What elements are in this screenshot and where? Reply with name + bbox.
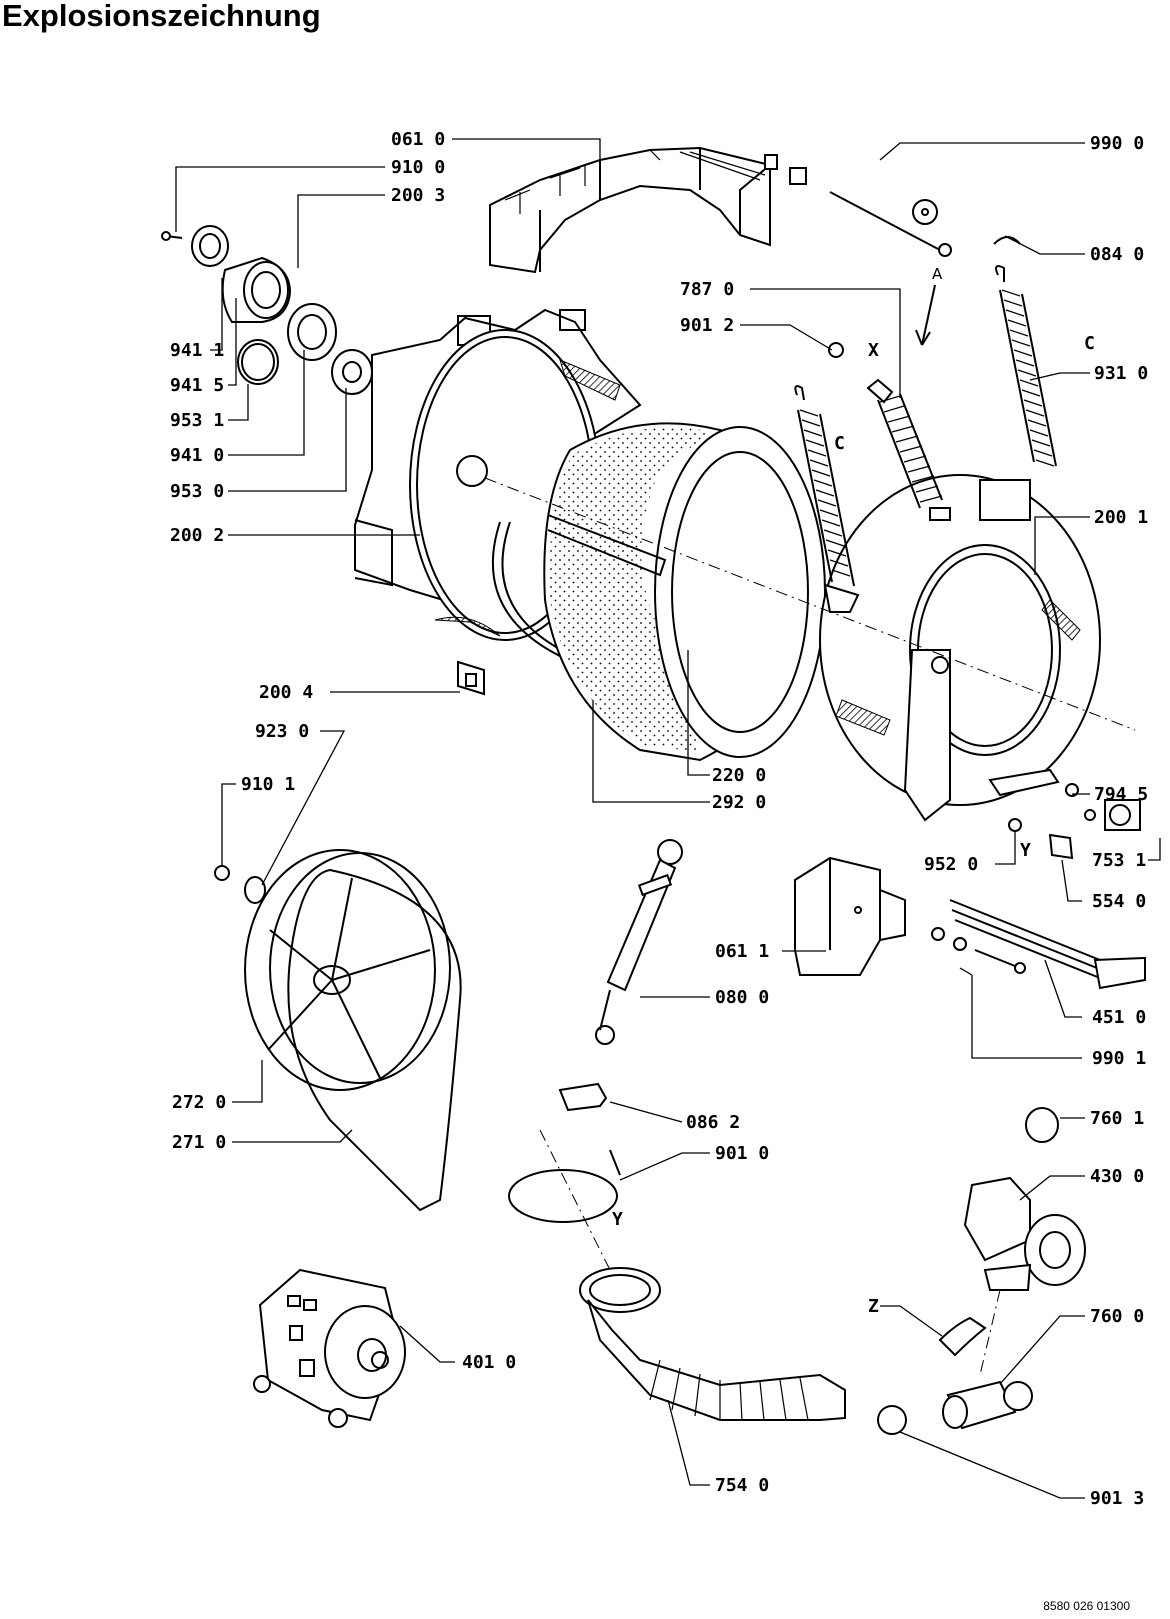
bracket-part	[558, 1082, 608, 1112]
o-ring-part	[1025, 1107, 1059, 1143]
callout-084-0: 084 0	[1090, 244, 1144, 265]
filter-part	[942, 1380, 1033, 1430]
callout-554-0: 554 0	[1092, 891, 1146, 912]
callout-952-0: 952 0	[924, 854, 978, 875]
callout-292-0: 292 0	[712, 792, 766, 813]
counterweight-top-part	[489, 146, 771, 274]
callout-941-5: 941 5	[170, 375, 224, 396]
callout-labels: 061 0 910 0 200 3 941 1 941 5 953 1 941 …	[170, 129, 1148, 1509]
callout-080-0: 080 0	[715, 987, 769, 1008]
callout-787-0: 787 0	[680, 279, 734, 300]
callout-272-0: 272 0	[172, 1092, 226, 1113]
elbow-hose-part	[938, 1316, 987, 1357]
motor-part	[253, 1268, 406, 1428]
callout-760-0: 760 0	[1090, 1306, 1144, 1327]
washer-part	[244, 876, 266, 904]
hose-clamp-part	[877, 1405, 907, 1435]
callout-086-2: 086 2	[686, 1112, 740, 1133]
ref-letter-c1: C	[1084, 333, 1095, 354]
pulley-part	[244, 849, 451, 1091]
hardware-set-part	[764, 154, 952, 257]
valve-group-part	[988, 768, 1141, 860]
callout-401-0: 401 0	[462, 1352, 516, 1373]
callout-271-0: 271 0	[172, 1132, 226, 1153]
callout-923-0: 923 0	[255, 721, 309, 742]
ref-letter-x: X	[868, 340, 879, 361]
callout-901-0: 901 0	[715, 1143, 769, 1164]
ref-letter-y1: Y	[1020, 840, 1031, 861]
callout-910-1: 910 1	[241, 774, 295, 795]
spring-part	[794, 265, 1057, 613]
callout-200-2: 200 2	[170, 525, 224, 546]
callout-990-1: 990 1	[1092, 1048, 1146, 1069]
shock-absorber-part	[595, 839, 683, 1045]
clamp-part	[828, 342, 844, 358]
callout-931-0: 931 0	[1094, 363, 1148, 384]
callout-901-3: 901 3	[1090, 1488, 1144, 1509]
leader-lines	[175, 138, 1161, 1499]
callout-760-1: 760 1	[1090, 1108, 1144, 1129]
screw-set-part	[931, 927, 1026, 974]
hook-part	[993, 236, 1021, 245]
callout-990-0: 990 0	[1090, 133, 1144, 154]
callout-953-1: 953 1	[170, 410, 224, 431]
callout-200-4: 200 4	[259, 682, 313, 703]
center-axis-line	[484, 477, 1136, 731]
callout-200-3: 200 3	[391, 185, 445, 206]
callout-953-0: 953 0	[170, 481, 224, 502]
ref-letter-y2: Y	[612, 1209, 623, 1230]
clip-part	[457, 660, 485, 696]
callout-910-0: 910 0	[391, 157, 445, 178]
nut-part	[214, 865, 230, 881]
ref-letter-a: A	[932, 265, 943, 283]
callout-901-2: 901 2	[680, 315, 734, 336]
callout-220-0: 220 0	[712, 765, 766, 786]
drawing-number: 8580 026 01300	[1043, 1599, 1130, 1613]
callout-794-5: 794 5	[1094, 784, 1148, 805]
belt-part	[287, 868, 462, 1212]
front-tub-half	[819, 474, 1101, 822]
counterweight-lower-part	[794, 856, 906, 976]
callout-451-0: 451 0	[1092, 1007, 1146, 1028]
callout-061-0: 061 0	[391, 129, 445, 150]
seal-ring-part	[508, 1169, 618, 1223]
sump-hose-part	[579, 1267, 846, 1421]
ref-letter-c2: C	[834, 433, 845, 454]
callout-754-0: 754 0	[715, 1475, 769, 1496]
callout-941-1: 941 1	[170, 340, 224, 361]
drain-pump-part	[963, 1176, 1086, 1291]
hose-part	[866, 378, 951, 521]
page-title: Explosionszeichnung	[2, 0, 321, 33]
ref-letter-z: Z	[868, 1296, 879, 1317]
callout-430-0: 430 0	[1090, 1166, 1144, 1187]
callout-200-1: 200 1	[1094, 507, 1148, 528]
callout-941-0: 941 0	[170, 445, 224, 466]
callout-061-1: 061 1	[715, 941, 769, 962]
reference-letters: A X C C Y Y Z	[612, 265, 1095, 1317]
rear-tub-half	[354, 308, 642, 641]
drum-part	[543, 422, 826, 762]
bearing-housing-group	[161, 225, 373, 395]
heating-element-part	[949, 899, 1146, 990]
callout-753-1: 753 1	[1092, 850, 1146, 871]
